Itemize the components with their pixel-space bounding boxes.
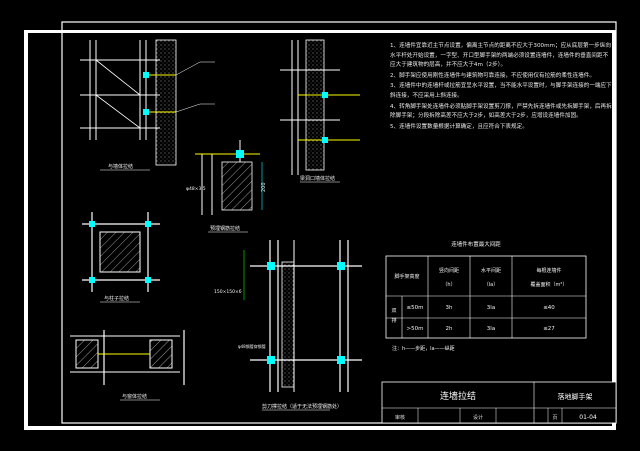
detail-embedded-rebar: 200 φ48×3.5 预埋钢筋拉结	[186, 140, 267, 233]
table-subheader-la: （la）	[484, 282, 498, 288]
cell-height: >50m	[407, 326, 424, 332]
cell-horizontal: 3la	[487, 326, 495, 332]
project-name: 落地脚手架	[558, 392, 593, 401]
label-detail2: 梁洞口墙体拉结	[300, 175, 335, 182]
designer-label: 设计	[473, 414, 483, 421]
checker-label: 审核	[395, 414, 405, 421]
table-row-label-2: 排	[391, 317, 396, 324]
note-2: 2、脚手架应使用刚性连墙件与建筑物可靠连接，不应使用仅有拉筋的柔性连墙件。	[390, 72, 595, 79]
sheet-title: 连墙拉结	[440, 390, 476, 402]
note-4: 4、转角脚手架处连墙件必须贴脚手架设置剪刀撑，严禁先拆连墙件或先拆脚手架，后再拆…	[390, 103, 612, 120]
cell-height: ≤50m	[407, 305, 424, 311]
table-row: >50m 2h 3la ≤27	[407, 326, 556, 332]
table-header-area: 每根连墙件	[536, 267, 561, 274]
dim-b: 200	[261, 182, 267, 192]
title-block: 连墙拉结 落地脚手架 审核 设计 页 01-04	[381, 381, 617, 424]
cell-vertical: 2h	[446, 326, 453, 332]
detail-beam-opening: 梁洞口墙体拉结	[280, 39, 360, 183]
label-detail6: 剪刀撑拉结（适于无法预埋钢筋处）	[262, 403, 342, 410]
label-detail4: 与柱子拉结	[104, 295, 129, 302]
dim-a: φ48×3.5	[186, 186, 206, 192]
label-detail3: 预埋钢筋拉结	[210, 225, 240, 232]
detail-wall-tie: 与墙体拉结	[80, 39, 215, 171]
table-row: ≤50m 3h 3la ≤40	[407, 305, 556, 311]
cell-horizontal: 3la	[487, 305, 495, 311]
note-5: 5、连墙件设置数量根据计算确定，且应符合下表规定。	[390, 123, 528, 130]
notes-block: 1、连墙件宜靠近主节点设置，偏离主节点的距离不应大于300mm；应从底层第一步纵…	[390, 42, 612, 133]
dim-c: 150×150×6	[214, 289, 242, 295]
page-label: 页	[552, 415, 557, 421]
table-header-height: 脚手架高度	[394, 273, 419, 280]
label-detail5: 与窗体拉结	[122, 393, 147, 400]
cell-vertical: 3h	[446, 305, 453, 311]
detail-brace-tie: 150×150×6 φ48钢管穿钢管 剪刀撑拉结（适于无法预埋钢筋处）	[214, 240, 362, 411]
page-number: 01-04	[579, 414, 597, 421]
table-header-horizontal: 水平间距	[481, 267, 501, 274]
detail-window-tie: 与窗体拉结	[70, 330, 185, 401]
cell-area: ≤27	[543, 326, 555, 332]
table-subheader-h: （h）	[442, 282, 455, 288]
note-3: 3、连墙件中的连墙杆或拉筋宜呈水平设置，当不能水平设置时，与脚手架连接的一端应下…	[390, 83, 612, 99]
spacing-table: 连墙件布置最大间距 脚手架高度 竖向间距 水平间距 每根连墙件 （h） （la）…	[385, 240, 587, 352]
detail-column-tie: 与柱子拉结	[82, 212, 160, 303]
table-header-vertical: 竖向间距	[439, 267, 459, 274]
dim-d: φ48钢管穿钢管	[238, 343, 266, 349]
table-note: 注：h——步距，la——纵距	[392, 345, 455, 352]
cell-area: ≤40	[543, 305, 555, 311]
drawing-frame	[61, 21, 617, 424]
label-detail1: 与墙体拉结	[108, 163, 133, 170]
note-1: 1、连墙件宜靠近主节点设置，偏离主节点的距离不应大于300mm；应从底层第一步纵…	[390, 43, 611, 69]
table-row-label-1: 双	[391, 308, 396, 314]
table-subheader-m2: 覆盖面积（m²）	[531, 281, 568, 288]
table-title: 连墙件布置最大间距	[451, 240, 501, 248]
